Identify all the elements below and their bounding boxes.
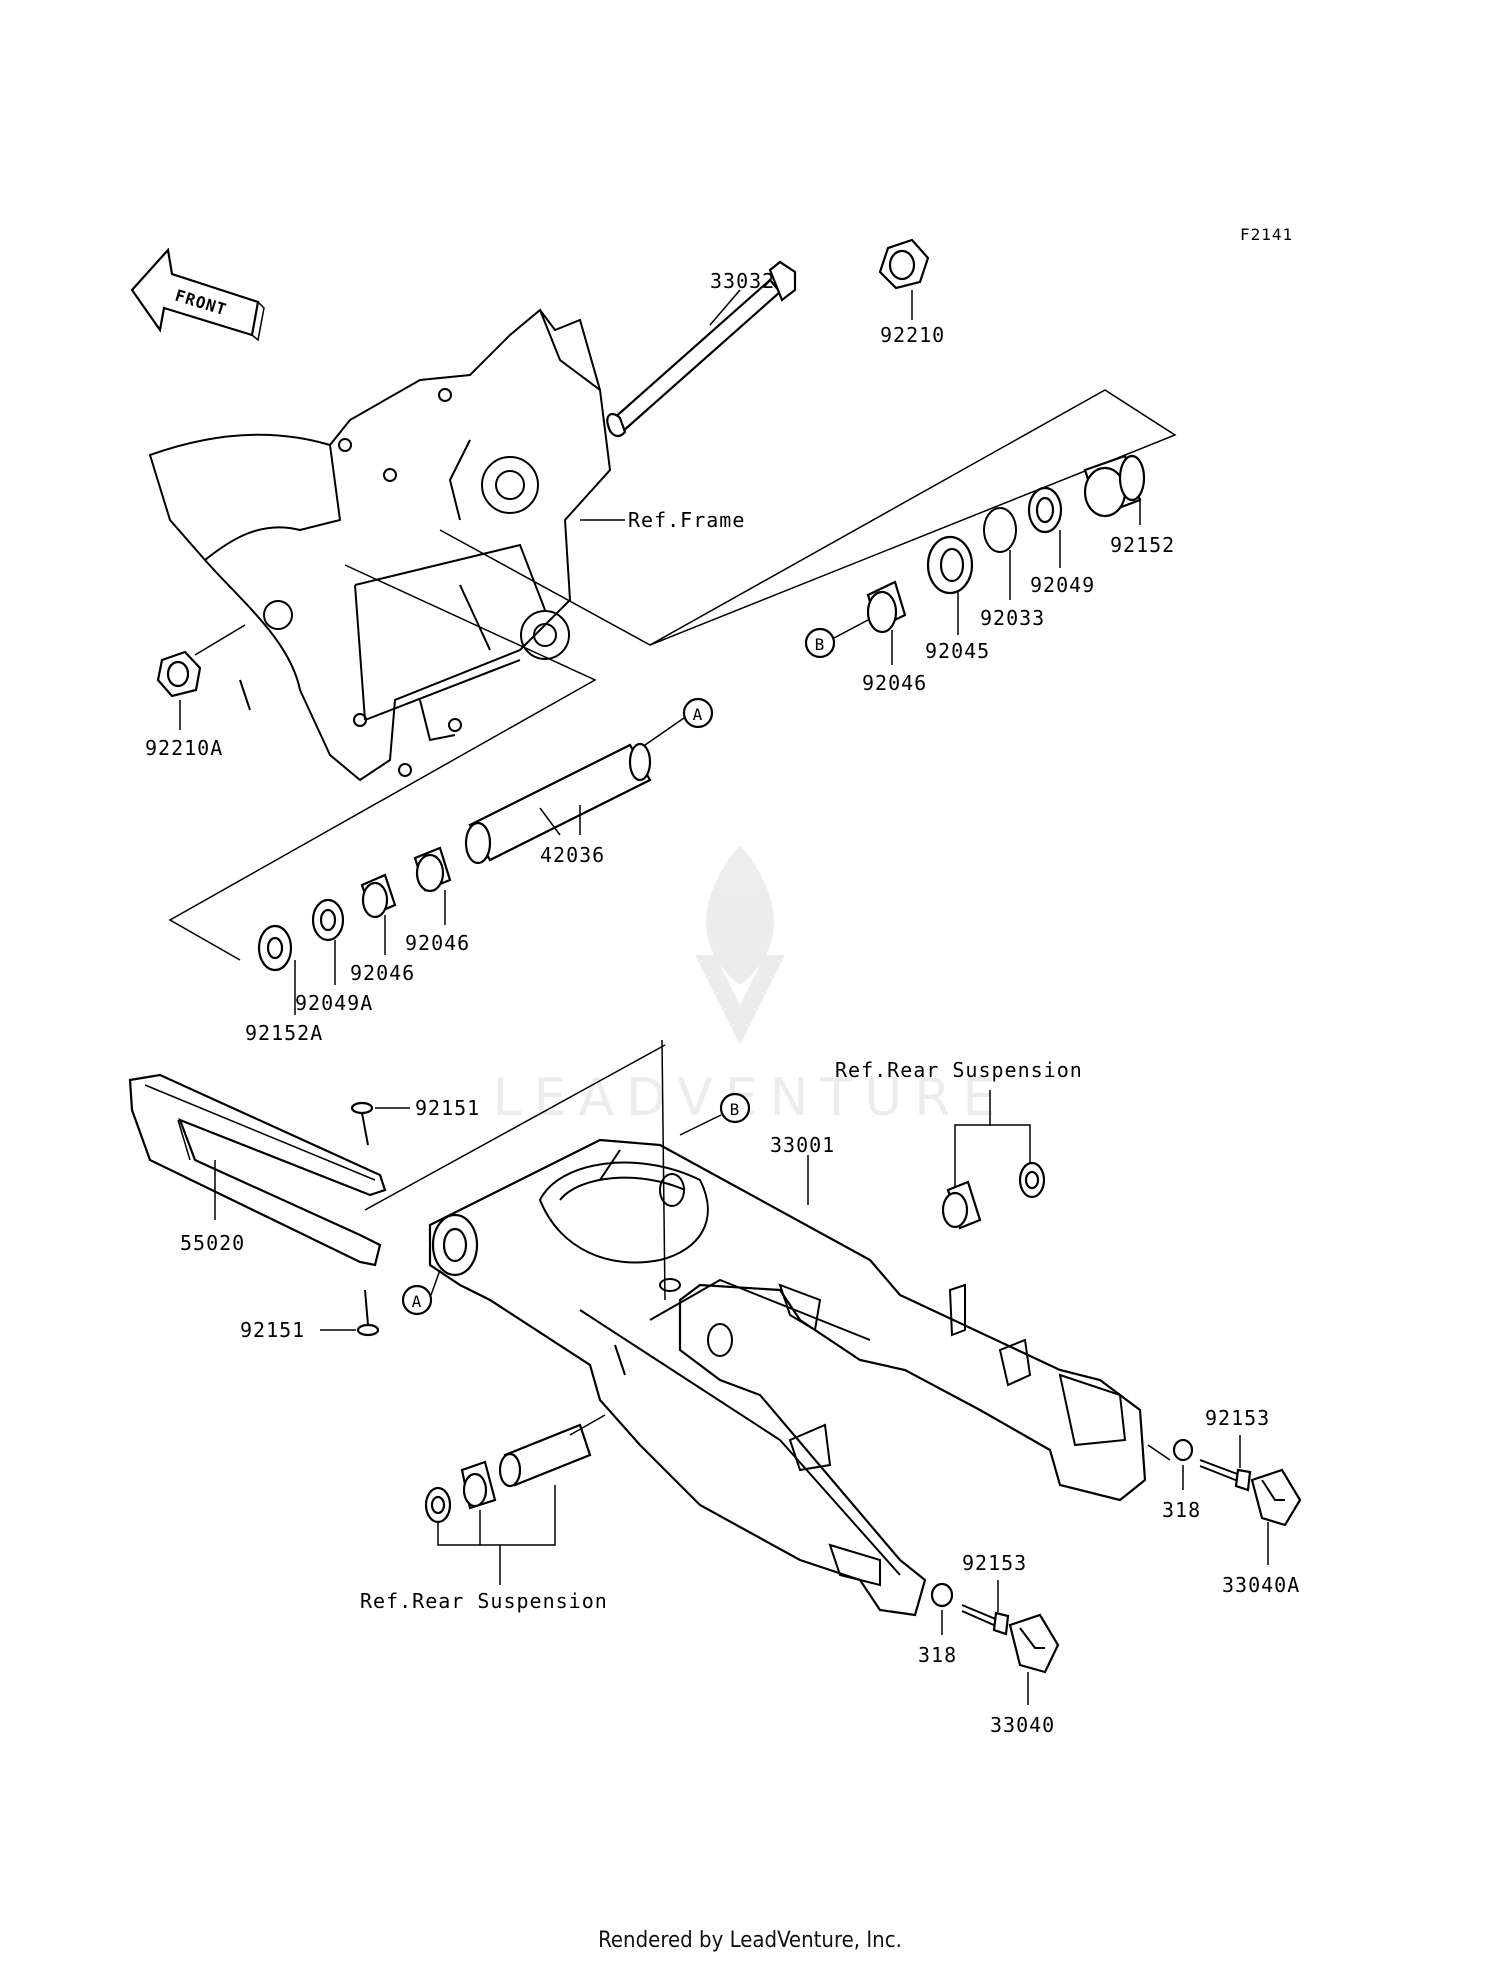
marker-a-top-label: A <box>693 705 704 724</box>
part-label-42036: 42036 <box>540 843 605 867</box>
bushing-bottom-part <box>460 1460 497 1510</box>
screw-92151a-part <box>350 1101 374 1146</box>
needle-bearing-92046b-part <box>413 846 452 893</box>
frame-explode-box <box>439 389 1177 646</box>
part-label-92045: 92045 <box>925 639 990 663</box>
part-label-33040A: 33040A <box>1222 1573 1300 1597</box>
part-label-318-top: 318 <box>1162 1498 1201 1522</box>
frame-illustration <box>148 308 612 782</box>
sleeve-bottom-part <box>498 1423 592 1488</box>
chain-guide-55020-part <box>128 1073 387 1267</box>
adjuster-33040-part <box>1008 1613 1060 1674</box>
bolt-92153a-part <box>1199 1459 1252 1492</box>
circlip-92033-part <box>983 507 1017 553</box>
marker-b-top <box>804 627 836 659</box>
part-label-92033: 92033 <box>980 606 1045 630</box>
needle-bearing-92046c-part <box>360 873 397 919</box>
watermark-logo: LEADVENTURE <box>493 845 995 1128</box>
ref-rear-suspension-bottom-label: Ref.Rear Suspension <box>360 1589 608 1613</box>
marker-b-bottom-label: B <box>730 1100 741 1119</box>
part-label-92049A: 92049A <box>295 991 373 1015</box>
part-label-92152: 92152 <box>1110 533 1175 557</box>
oil-seal-92049A-part <box>311 898 345 942</box>
dust-seal-92152A-part <box>257 924 293 972</box>
pivot-shaft-part <box>606 260 797 438</box>
part-label-318-bottom: 318 <box>918 1643 957 1667</box>
bolt-92153b-part <box>961 1604 1010 1636</box>
swingarm-33001-part <box>428 1138 1147 1617</box>
adjuster-33040A-part <box>1250 1468 1302 1527</box>
part-label-33001: 33001 <box>770 1133 835 1157</box>
sleeve-42036-part <box>464 742 652 865</box>
seal-bottom-part <box>424 1486 452 1524</box>
part-label-92153-bottom: 92153 <box>962 1551 1027 1575</box>
part-label-92153-top: 92153 <box>1205 1406 1270 1430</box>
figure-code: F2141 <box>1240 225 1293 244</box>
bushing-top-part <box>941 1180 982 1230</box>
marker-b-bottom <box>719 1092 751 1124</box>
nut-92210A-part <box>156 650 202 698</box>
nut-92210-part <box>878 238 930 290</box>
marker-a-bottom <box>401 1284 433 1316</box>
part-label-92046-mid: 92046 <box>405 931 470 955</box>
part-label-92151-top: 92151 <box>415 1096 480 1120</box>
oil-seal-92049-part <box>1027 486 1063 534</box>
front-arrow-icon: FRONT <box>130 247 265 342</box>
pivot-explode-box <box>168 564 597 961</box>
part-label-55020: 55020 <box>180 1231 245 1255</box>
dust-seal-92152-part <box>1083 454 1146 518</box>
part-label-92049: 92049 <box>1030 573 1095 597</box>
nut-318a-part <box>1172 1438 1194 1462</box>
ref-rear-suspension-top-label: Ref.Rear Suspension <box>835 1058 1083 1082</box>
part-label-92210: 92210 <box>880 323 945 347</box>
nut-318b-part <box>930 1582 954 1608</box>
marker-a-bottom-label: A <box>412 1292 423 1311</box>
part-label-33040: 33040 <box>990 1713 1055 1737</box>
part-label-92151-bottom: 92151 <box>240 1318 305 1342</box>
seal-top-part <box>1018 1161 1046 1199</box>
marker-a-top <box>682 697 714 729</box>
part-label-92046-top: 92046 <box>862 671 927 695</box>
part-label-92046-low: 92046 <box>350 961 415 985</box>
ball-bearing-92045-part <box>926 535 974 595</box>
marker-b-top-label: B <box>815 635 826 654</box>
screw-92151b-part <box>356 1289 380 1337</box>
part-label-92152A: 92152A <box>245 1021 323 1045</box>
chain-guide-guide-line <box>364 1044 666 1211</box>
render-credit: Rendered by LeadVenture, Inc. <box>598 1928 902 1953</box>
part-label-33032: 33032 <box>710 269 775 293</box>
needle-bearing-92046a-part <box>866 580 907 634</box>
part-label-92210A: 92210A <box>145 736 223 760</box>
ref-frame-label: Ref.Frame <box>628 508 745 532</box>
